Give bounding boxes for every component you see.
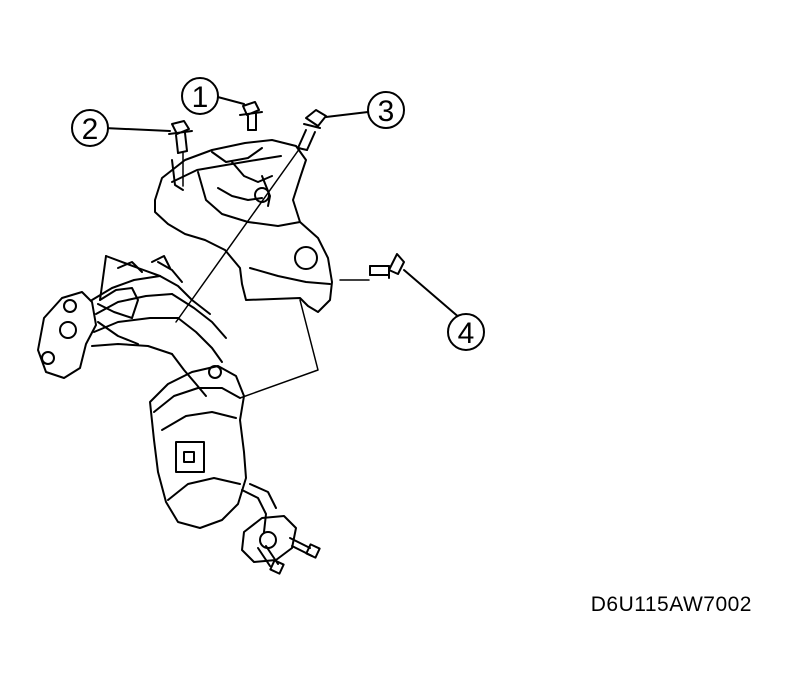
bolt-1 <box>239 101 263 131</box>
callout-4-label: 4 <box>458 317 475 350</box>
heat-insulator <box>154 139 333 313</box>
callout-1: 1 <box>181 77 219 115</box>
bolt-4 <box>369 253 405 279</box>
callout-4: 4 <box>447 313 485 351</box>
callout-3: 3 <box>367 91 405 129</box>
callout-2-label: 2 <box>82 113 99 146</box>
outlet-flange <box>241 515 321 575</box>
reference-code: D6U115AW7002 <box>590 593 752 616</box>
bolt-3 <box>297 109 327 151</box>
catalytic-converter <box>149 365 277 533</box>
leader-lines <box>103 95 462 320</box>
callout-1-label: 1 <box>192 81 209 114</box>
bolt-2 <box>168 120 193 154</box>
exhaust-manifold <box>37 255 227 397</box>
alignment-lines <box>175 147 370 399</box>
callout-3-label: 3 <box>378 95 395 128</box>
callout-2: 2 <box>71 109 109 147</box>
